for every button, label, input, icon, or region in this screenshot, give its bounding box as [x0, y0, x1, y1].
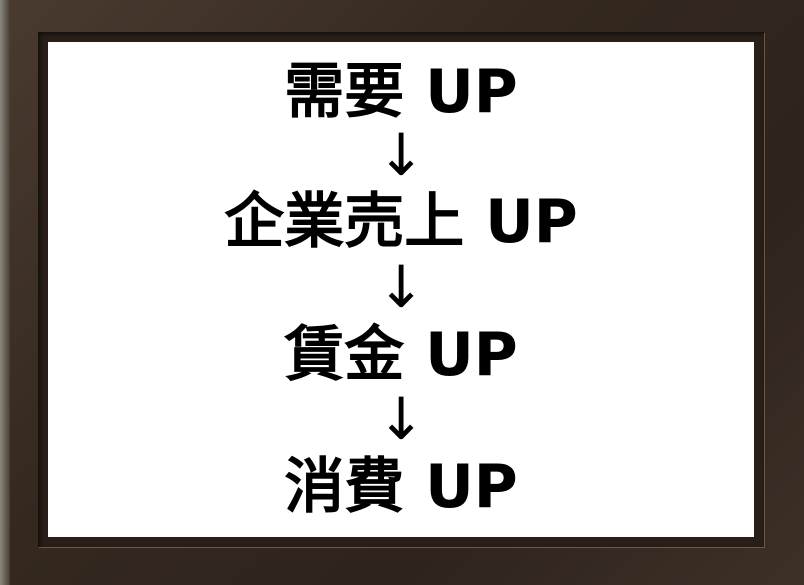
- down-arrow-icon: ↓: [376, 385, 426, 453]
- down-arrow-icon: ↓: [376, 121, 426, 189]
- step-demand: 需要 UP: [284, 57, 518, 127]
- step-company-sales: 企業売上 UP: [224, 187, 578, 257]
- frame-canvas: 需要 UP ↓ 企業売上 UP ↓ 賃金 UP ↓ 消費 UP: [48, 42, 754, 537]
- down-arrow-icon: ↓: [376, 253, 426, 321]
- step-consumption: 消費 UP: [284, 452, 518, 522]
- step-wages: 賃金 UP: [284, 320, 518, 390]
